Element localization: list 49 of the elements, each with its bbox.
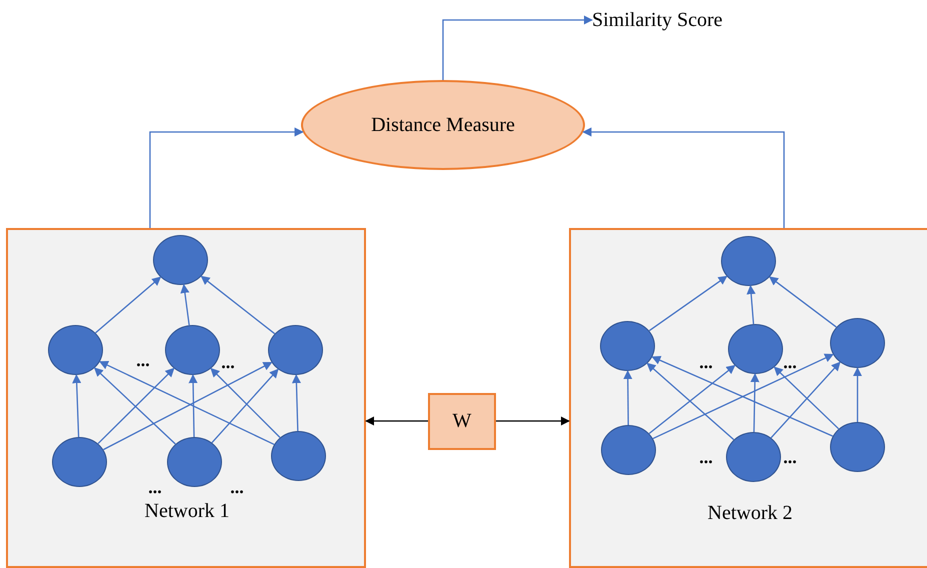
arrow xyxy=(770,362,841,438)
arrow xyxy=(95,276,162,334)
neuron-circle xyxy=(728,324,783,374)
elbow-arrow xyxy=(496,416,570,426)
network-panel xyxy=(6,228,366,568)
node-label: Distance Measure xyxy=(371,114,515,136)
neuron-circle xyxy=(165,325,220,375)
elbow-arrow xyxy=(365,416,428,426)
elbow-arrow xyxy=(149,127,304,228)
arrow xyxy=(188,374,198,438)
neuron-circle xyxy=(48,325,103,375)
arrow xyxy=(623,370,632,425)
ellipsis-text: ... xyxy=(221,353,235,371)
output-label: Similarity Score xyxy=(592,8,723,32)
arrow xyxy=(768,276,837,328)
neuron-circle xyxy=(726,432,781,482)
weight-box xyxy=(428,393,496,450)
elbow-arrow xyxy=(582,127,785,228)
neuron-circle xyxy=(721,236,776,286)
arrow xyxy=(852,367,862,422)
ellipsis-text: ... xyxy=(136,351,150,369)
neuron-circle xyxy=(52,437,107,487)
ellipsis-text: ... xyxy=(699,353,713,371)
neuron-circle xyxy=(268,325,323,375)
arrow xyxy=(180,284,190,326)
neuron-circle xyxy=(167,437,222,487)
arrow xyxy=(750,373,760,432)
neuron-circle xyxy=(830,422,885,472)
arrow xyxy=(72,374,82,438)
arrow xyxy=(200,276,276,334)
elbow-arrow xyxy=(442,15,593,80)
arrow xyxy=(292,374,301,432)
neuron-circle xyxy=(153,235,208,285)
neuron-circle xyxy=(600,321,655,371)
ellipsis-text: ... xyxy=(699,448,713,466)
neuron-circle xyxy=(271,431,326,481)
ellipsis-text: ... xyxy=(783,353,797,371)
neuron-circle xyxy=(601,425,656,475)
ellipsis-text: ... xyxy=(230,478,244,496)
neuron-circle xyxy=(830,318,885,368)
ellipsis-text: ... xyxy=(148,478,162,496)
network-panel xyxy=(569,228,927,568)
ellipsis-text: ... xyxy=(783,448,797,466)
arrow xyxy=(774,366,840,430)
arrow xyxy=(746,285,756,324)
node-label: W xyxy=(452,410,472,433)
arrow xyxy=(648,276,728,332)
network-label: Network 1 xyxy=(144,500,230,523)
network-label: Network 2 xyxy=(706,502,794,525)
